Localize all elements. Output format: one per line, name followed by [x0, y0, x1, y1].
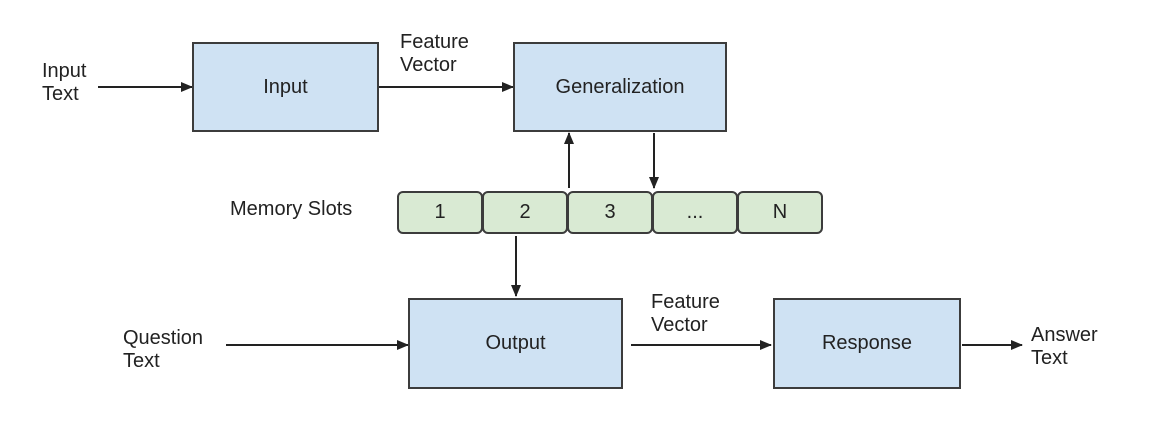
- generalization-module-box: Generalization: [513, 42, 727, 132]
- memory-slot-1: 1: [397, 191, 483, 234]
- memory-slots: 1 2 3 ... N: [397, 191, 823, 234]
- memory-slot-n: N: [737, 191, 823, 234]
- memory-slot-3: 3: [567, 191, 653, 234]
- output-module-box: Output: [408, 298, 623, 389]
- memory-slots-label: Memory Slots: [230, 198, 353, 220]
- input-text-label: Input Text: [42, 60, 87, 105]
- question-text-label: Question Text: [123, 327, 204, 372]
- generalization-module-label: Generalization: [555, 75, 685, 98]
- response-module-box: Response: [773, 298, 961, 389]
- memory-slot-ellipsis: ...: [652, 191, 738, 234]
- output-module-label: Output: [485, 332, 546, 354]
- input-module-box: Input: [192, 42, 379, 132]
- response-module-label: Response: [821, 332, 913, 354]
- answer-text-label: Answer Text: [1031, 324, 1098, 369]
- feature-vector-bottom-label: Feature Vector: [651, 291, 720, 336]
- input-module-label: Input: [263, 75, 308, 98]
- feature-vector-top-label: Feature Vector: [400, 31, 469, 76]
- memory-slot-2: 2: [482, 191, 568, 234]
